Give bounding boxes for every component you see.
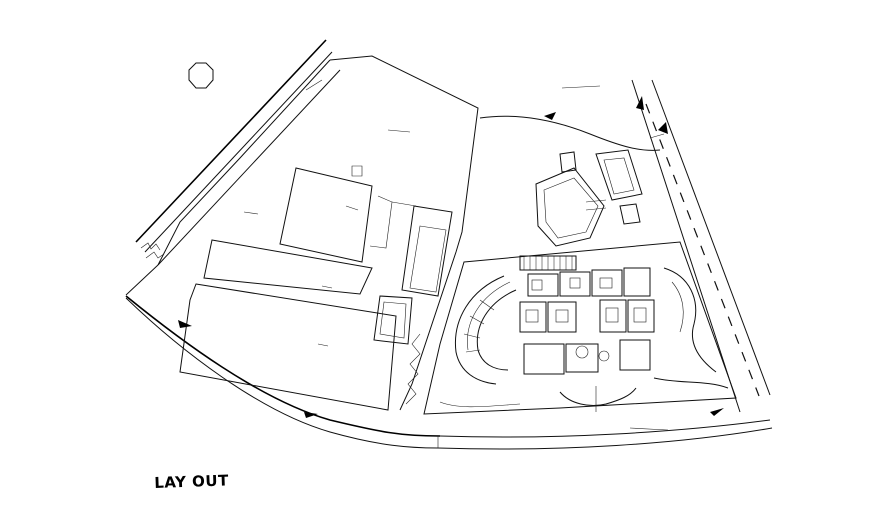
plot-boundary [157, 55, 479, 411]
tree-symbol-icon [188, 62, 214, 89]
building-block-c [179, 283, 397, 411]
building-block-a [279, 165, 373, 263]
zigzag-edge [405, 333, 421, 405]
drawing-title: LAY OUT [154, 471, 230, 492]
bottom-road [125, 295, 773, 450]
main-complex [423, 241, 737, 415]
building-block-b [203, 239, 373, 295]
building-block-d [373, 295, 413, 345]
direction-arrows [178, 96, 724, 418]
service-strip [369, 195, 453, 297]
right-road [631, 79, 771, 413]
annotation-marks [243, 79, 669, 431]
upper-right-building [479, 115, 665, 247]
diagonal-road [125, 39, 341, 296]
